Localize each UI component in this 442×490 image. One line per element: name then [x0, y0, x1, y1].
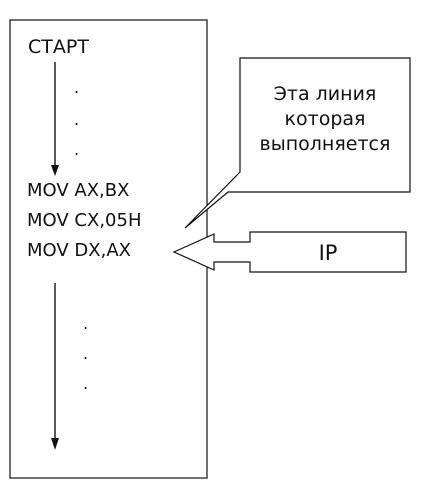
ellipsis-dot-bottom-3: .: [83, 374, 89, 393]
start-label: СТАРТ: [28, 36, 89, 58]
ellipsis-dot-bottom-1: .: [83, 314, 89, 333]
program-memory-box: [9, 19, 208, 479]
ellipsis-dot-top-1: .: [74, 78, 80, 97]
instruction-mov-dx-ax: MOV DX,AX: [27, 240, 131, 261]
ellipsis-dot-bottom-2: .: [83, 344, 89, 363]
ellipsis-dot-top-3: .: [74, 140, 80, 159]
instruction-mov-ax-bx: MOV AX,BX: [27, 180, 130, 201]
flow-arrow-bottom-head: [51, 438, 59, 450]
callout-line-2: которая: [284, 108, 366, 130]
callout-line-1: Эта линия: [273, 83, 377, 105]
ip-label: IP: [318, 241, 338, 265]
instruction-mov-cx-05h: MOV CX,05H: [27, 210, 142, 231]
ellipsis-dot-top-2: .: [74, 110, 80, 129]
callout-line-3: выполняется: [259, 133, 391, 155]
callout-text: Эта линия которая выполняется: [240, 82, 410, 157]
callout-bubble: [184, 57, 411, 229]
ip-pointer-arrow: [172, 231, 407, 273]
flow-arrow-top-head: [51, 165, 59, 176]
